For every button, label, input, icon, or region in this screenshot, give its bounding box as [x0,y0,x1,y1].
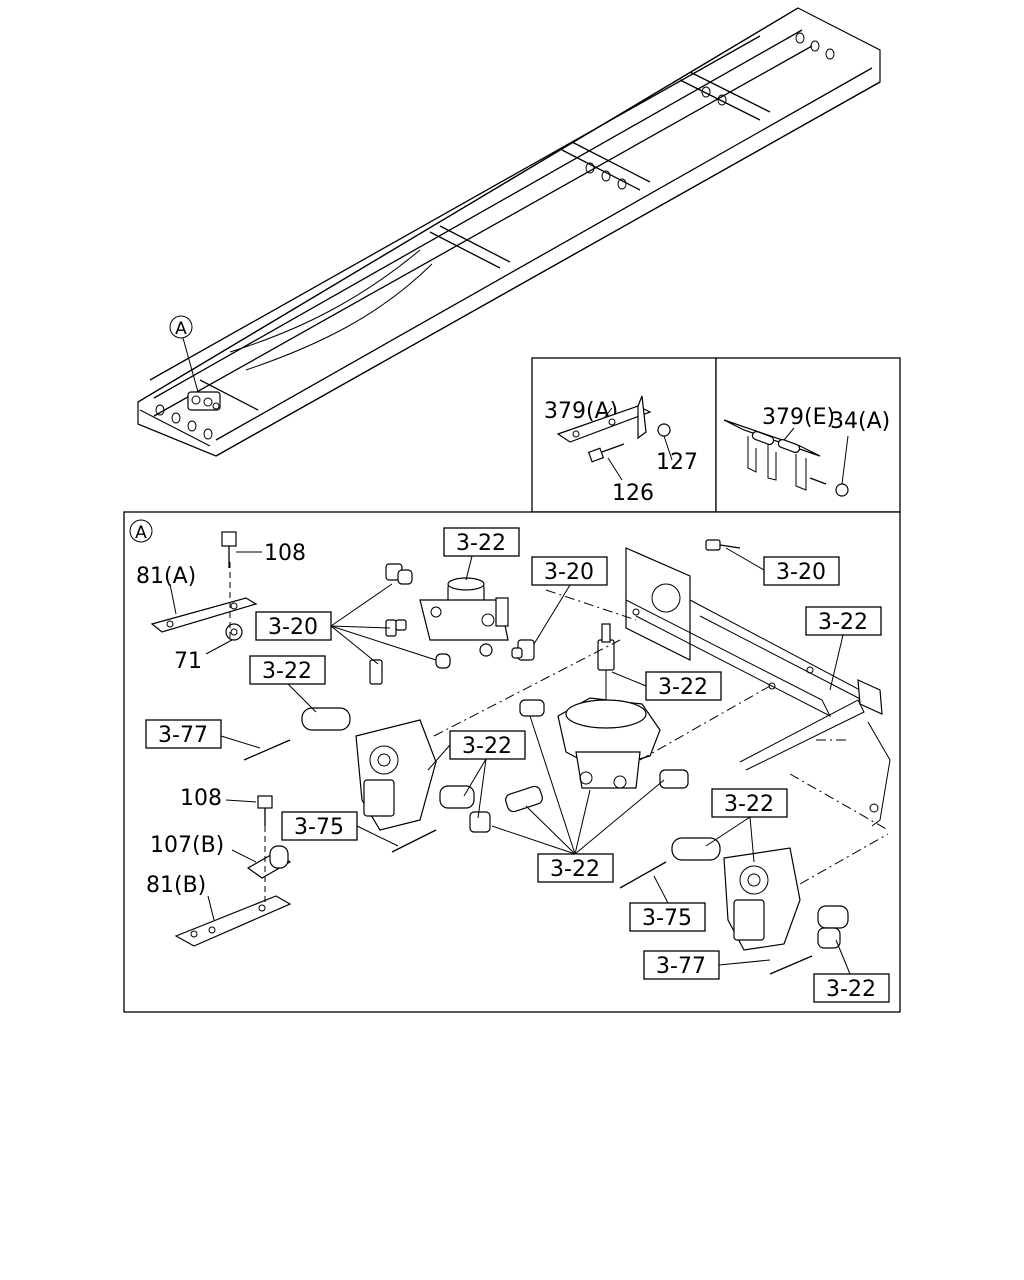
callout-14: 3-77 [643,950,771,980]
svg-text:3-77: 3-77 [158,723,208,748]
callout-11: 3-22 [705,788,788,863]
relay-valve-top [419,577,509,657]
svg-text:3-20: 3-20 [544,560,594,585]
label-126: 126 [612,481,654,506]
mounting-bracket [625,547,891,827]
callout-8: 3-77 [145,719,261,749]
label-81b: 81(B) [146,873,206,898]
svg-text:3-75: 3-75 [642,906,692,931]
callout-15: 3-22 [813,939,890,1003]
assembly-lines [229,562,889,902]
bolt-108-top: 108 [221,531,306,568]
inset-right: 379(E) 34(A) [715,357,901,513]
label-34a: 34(A) [830,409,890,434]
inset-left: 379(A) 127 126 [531,357,717,513]
relay-valve-left [243,707,491,853]
label-379e: 379(E) [762,405,835,430]
detail-a-marker [169,315,193,339]
relay-valve-right [619,837,849,975]
label-108-top: 108 [264,541,306,566]
svg-text:3-22: 3-22 [456,531,506,556]
detail-a-panel: A [123,511,901,1013]
svg-text:3-22: 3-22 [262,659,312,684]
detail-a-panel-marker: A [135,523,147,543]
callout-13: 3-75 [629,875,706,932]
svg-text:3-22: 3-22 [818,610,868,635]
callout-4: 3-20 [255,583,437,665]
frame-valve-cluster [187,391,221,411]
callout-3: 3-20 [705,539,840,586]
svg-text:3-20: 3-20 [268,615,318,640]
callout-10: 3-75 [281,811,399,847]
svg-text:3-20: 3-20 [776,560,826,585]
callout-5: 3-22 [805,606,882,691]
clip-107b: 107(B) [150,833,292,879]
callout-2: 3-20 [531,556,608,645]
svg-text:3-77: 3-77 [656,954,706,979]
label-81a: 81(A) [136,564,196,589]
quick-release-valve [505,623,689,813]
svg-text:3-22: 3-22 [462,734,512,759]
label-107b: 107(B) [150,833,224,858]
svg-text:3-75: 3-75 [294,815,344,840]
callout-6: 3-22 [249,655,326,713]
chassis-frame: A [137,7,881,457]
label-127: 127 [656,450,698,475]
svg-text:3-22: 3-22 [826,977,876,1002]
label-108-bottom: 108 [180,786,222,811]
callout-7: 3-22 [611,671,722,701]
callout-12: 3-22 [491,715,665,883]
callout-1: 3-22 [443,527,520,581]
fittings-3-20 [369,563,535,685]
plate-81b: 81(B) [146,873,292,947]
frame-holes [155,32,835,440]
svg-text:3-22: 3-22 [724,792,774,817]
svg-text:3-22: 3-22 [658,675,708,700]
bolt-108-bottom: 108 [180,786,273,826]
callout-9: 3-22 [427,730,526,819]
svg-text:3-22: 3-22 [550,857,600,882]
label-71: 71 [174,649,202,674]
detail-a-marker-label: A [175,319,187,339]
